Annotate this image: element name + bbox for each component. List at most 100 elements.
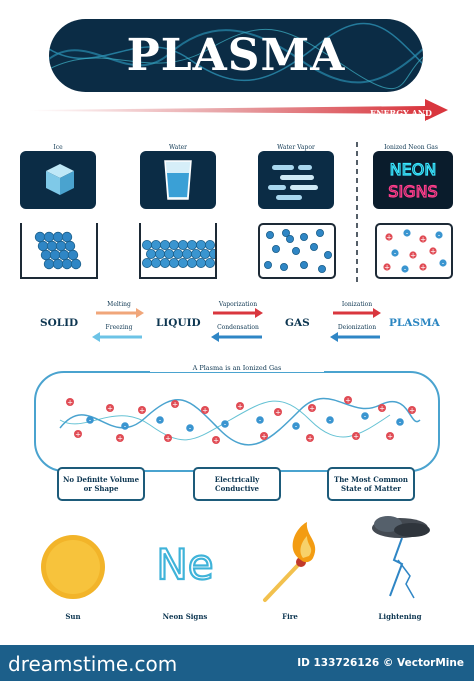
charge-sign: -	[224, 421, 227, 429]
particle	[164, 434, 172, 442]
particle	[256, 416, 264, 424]
state-label-neon-gas: Ionized Neon Gas	[384, 144, 438, 151]
fire-match-icon	[263, 522, 316, 602]
particle	[196, 239, 207, 250]
particle	[300, 232, 309, 241]
charge-sign: +	[261, 433, 267, 441]
charge-sign: -	[329, 417, 332, 425]
particle	[209, 249, 215, 259]
phase-gas: GAS	[285, 317, 310, 329]
liquid-particles-box	[139, 223, 217, 279]
property-volume: No Definite Volume or Shape	[57, 467, 145, 501]
particle	[318, 265, 327, 274]
label-freezing: Freezing	[105, 324, 133, 331]
neon-line1: NEON	[390, 160, 437, 179]
particle	[326, 416, 334, 424]
particle	[163, 248, 174, 259]
charge-sign: +	[165, 435, 171, 443]
vaporization-arrow	[213, 308, 263, 318]
particle	[142, 239, 152, 250]
particle	[106, 404, 114, 412]
charge-sign: -	[394, 250, 397, 258]
footer-right-text: ID 133726126 © VectorMine	[297, 657, 464, 669]
charge-sign: -	[89, 417, 92, 425]
particle	[274, 408, 282, 416]
charge-sign: -	[189, 425, 192, 433]
state-label-vapor: Water Vapor	[277, 144, 315, 151]
property-common: The Most Common State of Matter	[327, 467, 415, 501]
particle	[429, 247, 437, 255]
particle	[150, 258, 161, 269]
particle	[52, 258, 64, 270]
energy-arrow	[30, 99, 448, 121]
phase-plasma: PLASMA	[389, 317, 440, 329]
label-melting: Melting	[107, 301, 131, 308]
label-deionization: Deionization	[337, 324, 377, 331]
particle	[159, 258, 170, 269]
example-label-neon: Neon Signs	[162, 612, 208, 621]
particle	[178, 258, 189, 269]
particle	[236, 402, 244, 410]
charge-sign: +	[309, 405, 315, 413]
example-label-lightening: Lightening	[378, 612, 422, 621]
example-label-fire: Fire	[282, 612, 298, 621]
gas-particles-box	[258, 223, 336, 279]
freezing-arrow	[92, 332, 142, 342]
charge-sign: +	[387, 433, 393, 441]
charge-sign: -	[159, 417, 162, 425]
particle	[205, 258, 215, 268]
particle	[378, 404, 386, 412]
plasma-particles-box: +-+--++-+-+	[375, 223, 453, 279]
sun-icon	[41, 535, 105, 599]
particle	[264, 261, 272, 270]
charge-sign: -	[259, 417, 262, 425]
charge-sign: +	[430, 248, 436, 256]
charge-sign: +	[384, 264, 390, 272]
particle	[344, 396, 352, 404]
particle	[435, 231, 443, 239]
particle	[403, 229, 411, 237]
particle	[187, 258, 198, 269]
particle	[352, 432, 360, 440]
particle	[142, 258, 152, 269]
particle	[361, 412, 369, 420]
particle	[383, 263, 391, 271]
particle	[171, 400, 179, 408]
charge-sign: +	[409, 407, 415, 415]
lightning-icon	[372, 516, 430, 599]
charge-sign: -	[295, 423, 298, 431]
phase-solid: SOLID	[40, 317, 79, 329]
particle	[116, 434, 124, 442]
gas-particles	[264, 229, 333, 274]
particle	[40, 249, 52, 261]
particle	[212, 436, 220, 444]
charge-sign: +	[345, 397, 351, 405]
charge-sign: +	[202, 407, 208, 415]
ionized-gas-illustration: +-+-+-+-+-+-+-+-+-+-+++++++++	[59, 396, 421, 446]
ice-card	[20, 151, 96, 209]
particle	[271, 244, 280, 253]
charge-sign: -	[404, 266, 407, 274]
particle	[64, 240, 76, 252]
particle	[173, 248, 184, 259]
particle	[308, 404, 316, 412]
particle	[34, 231, 46, 243]
deionization-arrow	[330, 332, 380, 342]
plasma-particles: +-+--++-+-+	[383, 229, 447, 274]
particle	[43, 231, 55, 243]
energy-label: ENERGY AND TEMPERATURE	[360, 108, 432, 128]
charge-sign: +	[420, 264, 426, 272]
particle	[150, 239, 161, 250]
particle	[58, 249, 70, 261]
charge-sign: -	[124, 423, 127, 431]
particle	[70, 258, 82, 270]
particle	[146, 248, 156, 259]
particle	[86, 416, 94, 424]
particle	[285, 234, 294, 243]
neon-line2: SIGNS	[388, 182, 437, 201]
particle	[281, 229, 290, 237]
charge-sign: +	[237, 403, 243, 411]
footer-left-text: dreamstime.com	[8, 652, 178, 676]
particle	[67, 249, 79, 261]
phase-liquid: LIQUID	[156, 317, 201, 329]
